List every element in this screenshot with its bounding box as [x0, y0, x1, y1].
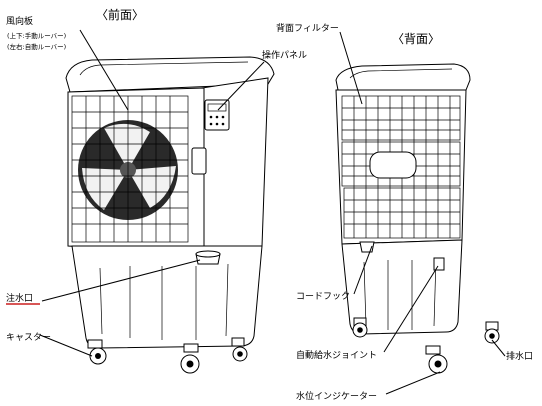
control-panel: [204, 99, 230, 131]
water-inlet: [195, 250, 221, 265]
back-view-title: 〈背面〉: [392, 32, 440, 46]
label-louver-leftright: (左右:自動ルーバー): [7, 42, 66, 51]
label-water-level-indicator: 水位インジケーター: [296, 390, 377, 402]
label-casters: キャスター: [6, 332, 51, 343]
label-water-inlet: 注水口: [6, 292, 33, 304]
fan-icon: [78, 120, 178, 220]
leader-lines: [39, 29, 506, 395]
label-auto-water-joint: 自動給水ジョイント: [296, 349, 377, 361]
label-back-filter: 背面フィルター: [276, 22, 339, 34]
front-unit: [65, 56, 275, 374]
label-louver: 風向板: [6, 15, 33, 27]
label-drain: 排水口: [506, 350, 533, 362]
back-casters: [352, 317, 500, 374]
back-unit: [335, 63, 500, 374]
label-control-panel: 操作パネル: [262, 49, 307, 61]
front-casters: [87, 337, 248, 374]
louver-grille: [72, 96, 188, 242]
label-cord-hook: コードフック: [296, 291, 350, 302]
label-louver-updown: (上下:手動ルーバー): [7, 31, 66, 40]
front-view-title: 〈前面〉: [96, 7, 144, 22]
